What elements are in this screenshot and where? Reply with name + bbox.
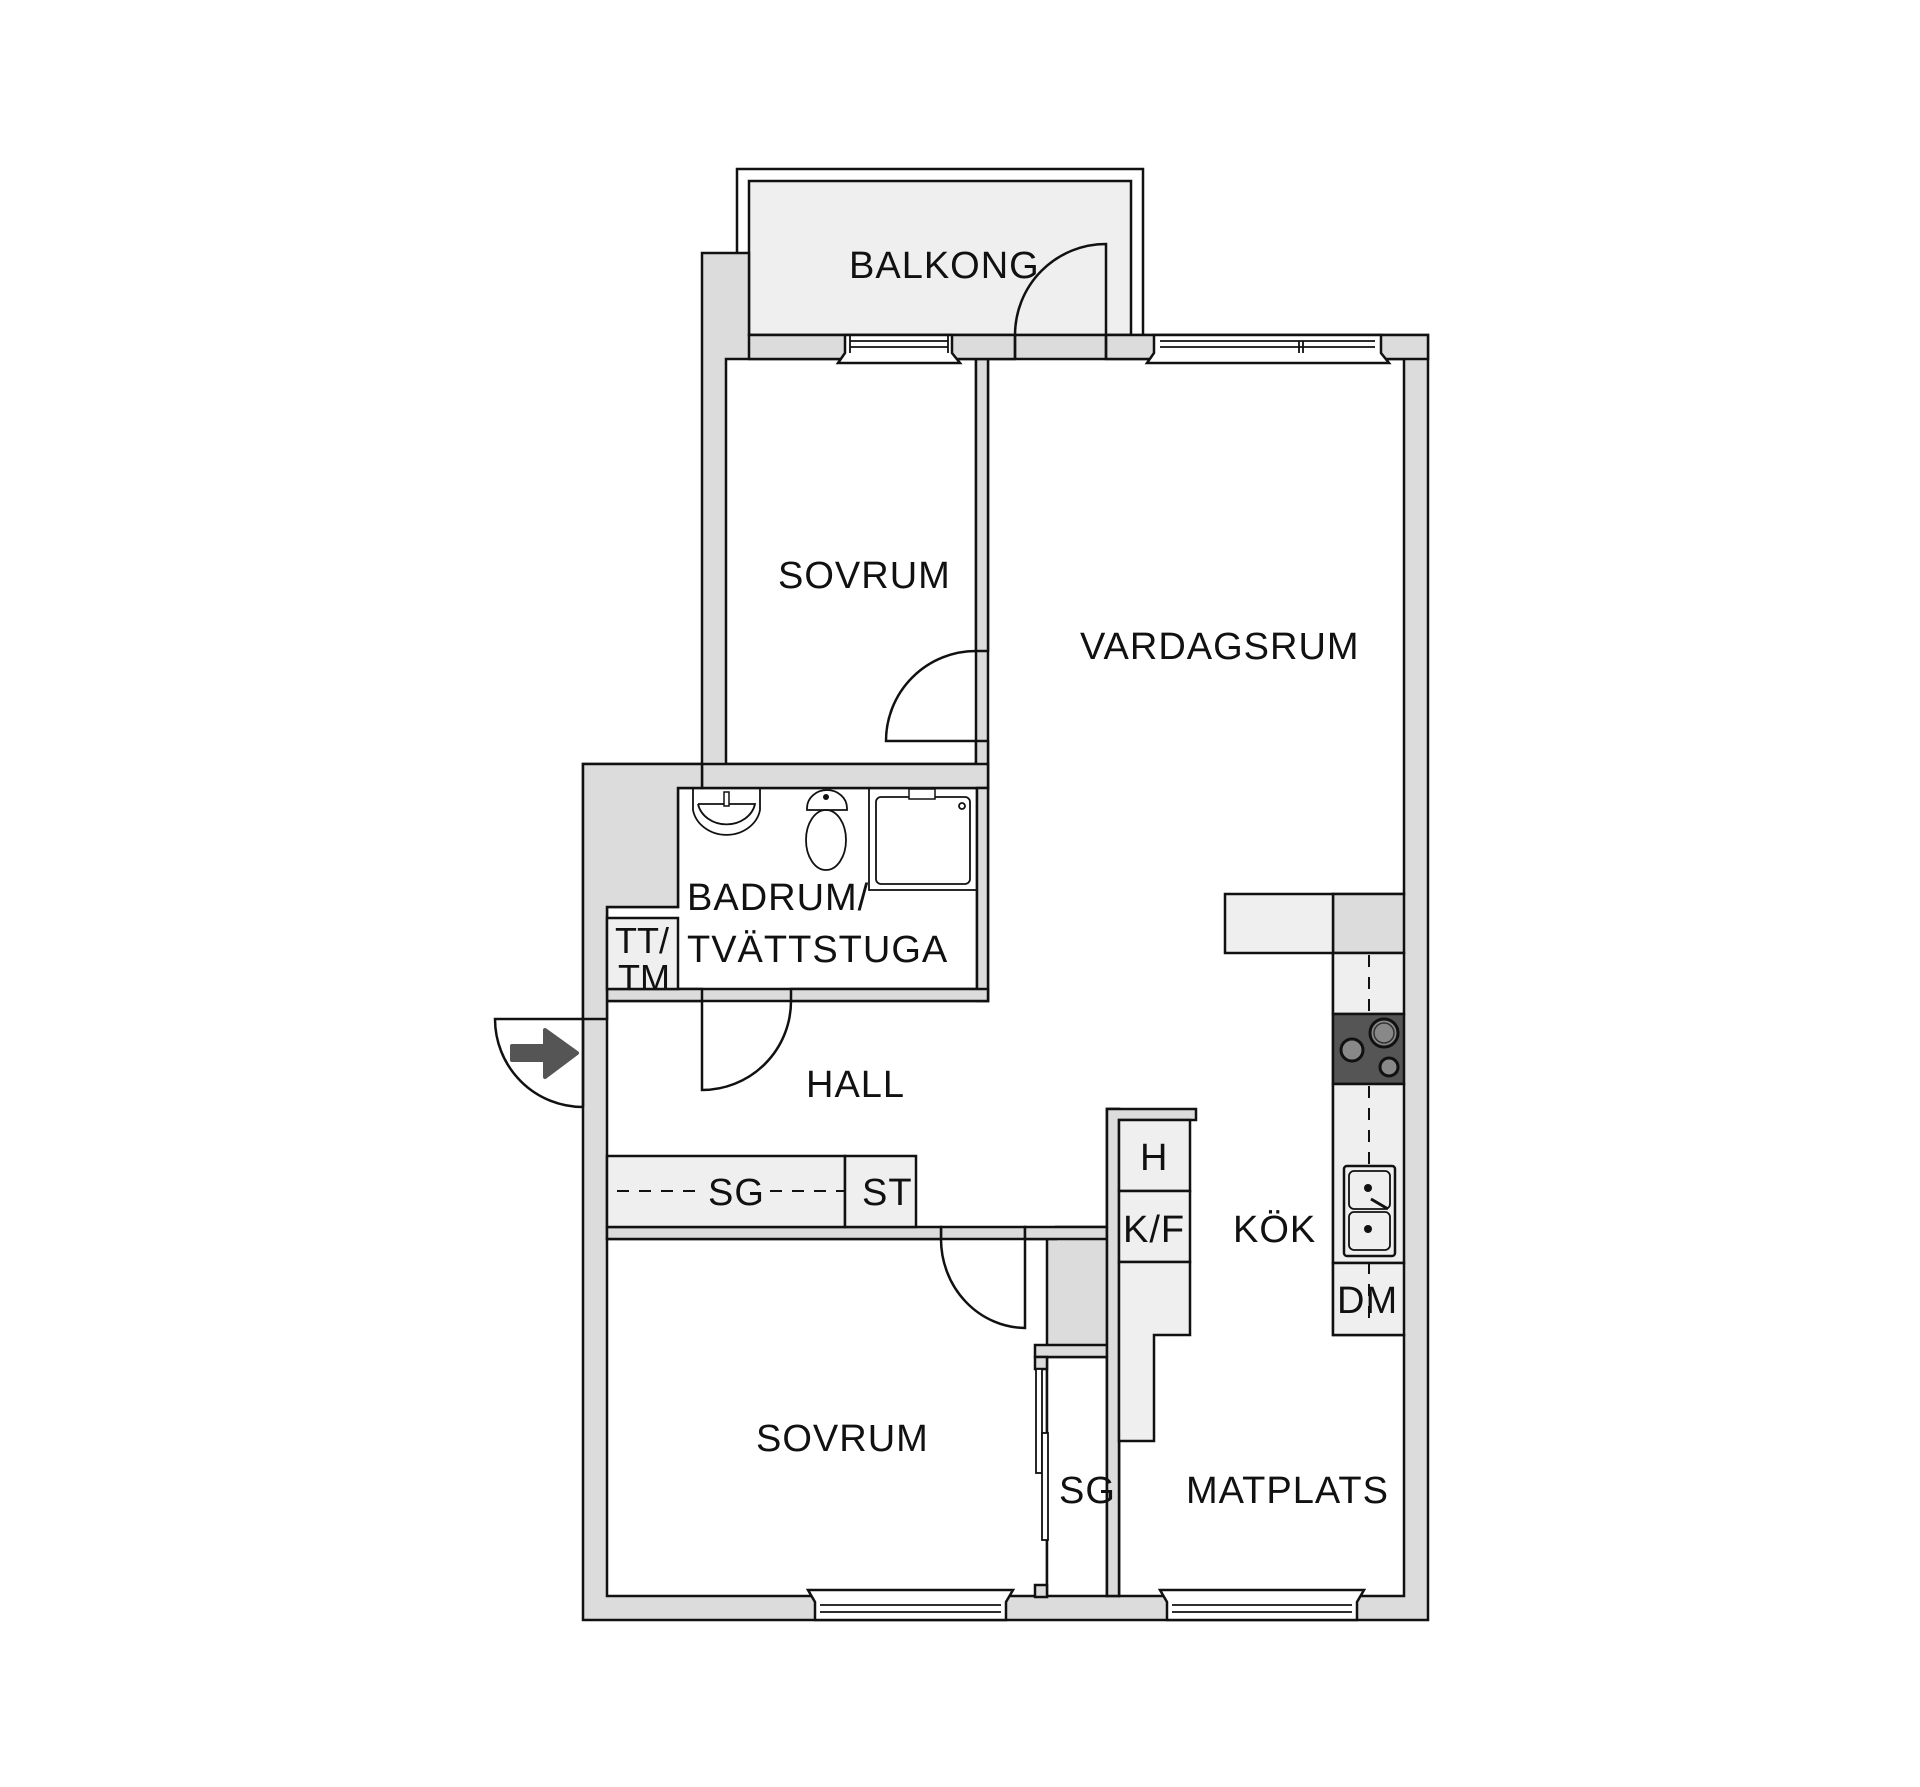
label-vardagsrum: VARDAGSRUM [1080,626,1360,668]
label-bedroom-sg: SG [1059,1470,1116,1512]
hall-wardrobe [605,1154,918,1229]
label-badrum-2: TVÄTTSTUGA [687,929,948,971]
door-balkong [1013,242,1108,359]
tall-cabinet [1117,1260,1192,1443]
washer-dryer-box [605,916,680,991]
label-kok: KÖK [1233,1209,1316,1251]
label-hall: HALL [806,1064,905,1106]
label-fridge: K/F [1123,1209,1185,1251]
room-labels: BALKONG SOVRUM VARDAGSRUM BADRUM/ TVÄTTS… [615,245,1398,1512]
entry-arrow-icon [510,1028,579,1079]
label-tm: TM [618,957,670,998]
sink-icon [692,788,761,836]
door-entry [493,1017,584,1109]
label-hood: H [1140,1137,1168,1179]
room-closet [1045,1355,1109,1598]
window-vardagsrum [1144,333,1392,365]
balcony [735,167,1145,347]
door-sovrum-top [884,649,977,743]
kitchen-left-column [1105,1107,1198,1598]
label-badrum-1: BADRUM/ [687,877,869,919]
label-matplats: MATPLATS [1186,1470,1389,1512]
sliding-door-2 [1041,1432,1049,1541]
window-sovrum-bottom [805,1588,1016,1622]
counter-peninsula [1223,892,1335,955]
kitchen-counter [1223,892,1406,1337]
label-hall-sg: SG [708,1172,765,1214]
label-balkong: BALKONG [849,245,1040,287]
floor-areas [605,357,1406,1598]
label-dm: DM [1337,1280,1398,1322]
window-matplats [1157,1588,1367,1622]
label-hall-st: ST [862,1172,913,1214]
toilet-icon [805,789,848,871]
windows [805,333,1392,1622]
shower-icon [868,787,978,891]
hood-box [1117,1118,1192,1193]
kitchen-sink-icon [1342,1164,1397,1258]
label-sovrum-bottom: SOVRUM [756,1418,929,1460]
label-sovrum-top: SOVRUM [778,555,951,597]
fridge-freezer-box [1117,1189,1192,1264]
door-sovrum-bottom [939,1238,1027,1330]
bathroom-fixtures [605,787,978,991]
door-badrum [700,1000,793,1092]
sliding-door-1 [1035,1368,1043,1474]
label-tt: TT/ [615,920,669,961]
window-sovrum-top [835,333,963,365]
room-sovrum-top [724,357,978,766]
doors [493,242,1108,1541]
